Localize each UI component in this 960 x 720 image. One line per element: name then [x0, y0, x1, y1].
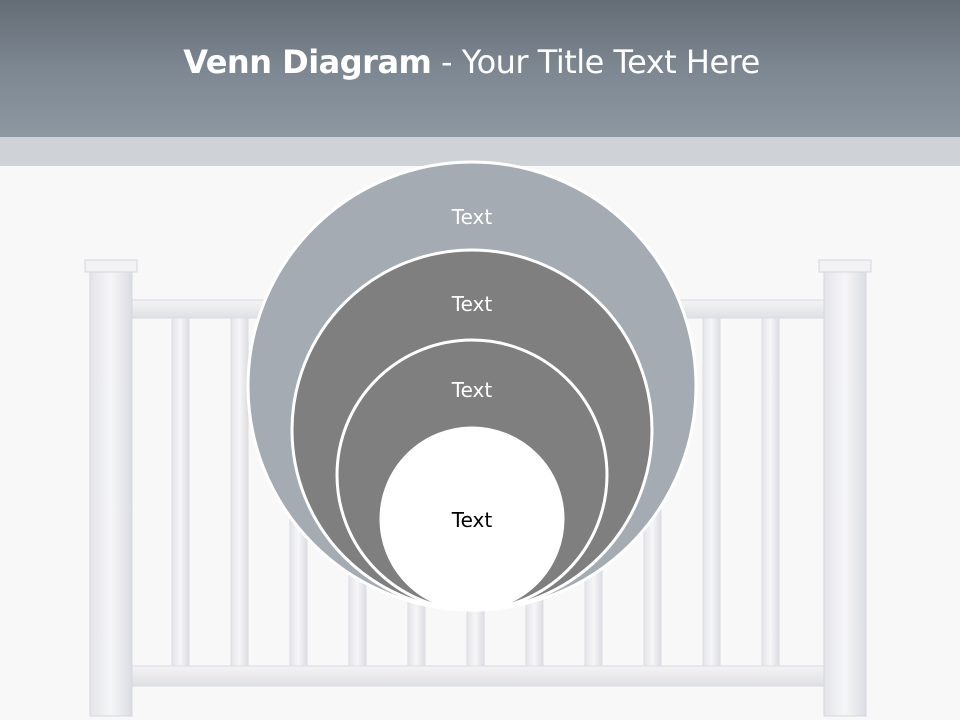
inner-circle-label: Text: [451, 508, 493, 532]
fence-left-post: [84, 259, 138, 717]
slide-title-bold: Venn Diagram: [183, 43, 432, 81]
third-circle-label: Text: [451, 378, 493, 402]
nested-circles-diagram: Text Text Text Text: [246, 160, 698, 612]
second-circle-label: Text: [451, 292, 493, 316]
slide-title-separator: -: [431, 43, 462, 81]
fence-bottom-rail: [124, 665, 836, 687]
slide-title-rest: Your Title Text Here: [461, 43, 761, 81]
outer-circle-label: Text: [451, 205, 493, 229]
title-bar: [0, 0, 960, 137]
inner-circle: [379, 426, 565, 612]
slide-title: Venn Diagram - Your Title Text Here: [0, 40, 943, 84]
fence-right-post: [818, 259, 872, 717]
